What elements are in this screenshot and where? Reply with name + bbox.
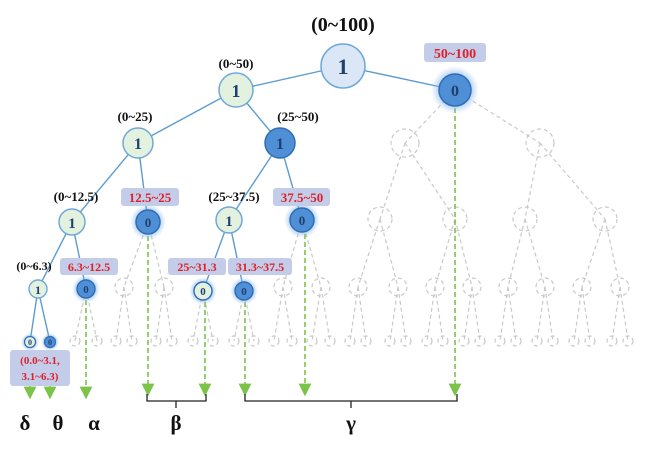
- node-0-6-3-value: 1: [35, 283, 41, 297]
- band-delta: δ: [20, 411, 31, 435]
- node-0-12-5-value: 1: [68, 216, 76, 232]
- node-37-5-50: 0: [284, 202, 320, 238]
- node-0-12-5: 1: [58, 208, 86, 236]
- node-0-50-value: 1: [232, 81, 241, 101]
- node-6-3-12-5: 0: [72, 275, 100, 303]
- beta-bracket: [146, 394, 207, 408]
- band-gamma: γ: [345, 411, 356, 435]
- node-31-3-37-5-value: 0: [241, 286, 247, 298]
- node-12-5-25-value: 0: [145, 215, 152, 230]
- node-leaf-0-3-1: 0: [21, 333, 39, 351]
- node-0-25-value: 1: [134, 136, 142, 153]
- band-alpha: α: [88, 411, 100, 435]
- node-50-100-value: 0: [451, 83, 459, 100]
- label-25-50: (25~50): [277, 109, 318, 124]
- gamma-bracket: [244, 394, 458, 408]
- node-0-50: 1: [218, 72, 254, 108]
- node-25-37-5: 1: [215, 206, 243, 234]
- node-25-31-3: 0: [189, 277, 217, 305]
- label-0-50: (0~50): [219, 56, 254, 71]
- label-bg-50-100: [424, 43, 486, 62]
- node-0-6-3: 1: [28, 279, 48, 299]
- label-37-5-50: 37.5~50: [281, 190, 324, 205]
- label-bg-6-3-12-5: [60, 258, 118, 275]
- label-bg-leaves: [10, 350, 70, 386]
- node-12-5-25: 0: [130, 204, 166, 240]
- label-bg-31-3-37-5: [228, 258, 292, 275]
- label-25-37-5: (25~37.5): [208, 189, 259, 204]
- label-leaves-line1: (0.0~3.1,: [20, 355, 60, 367]
- label-31-3-37-5: 31.3~37.5: [236, 260, 284, 274]
- label-50-100: 50~100: [434, 47, 476, 62]
- node-25-50-value: 1: [276, 136, 284, 153]
- band-beta: β: [170, 411, 181, 435]
- node-31-3-37-5: 0: [230, 277, 258, 305]
- band-arrows: [23, 108, 462, 400]
- ghost-subtree: [69, 89, 634, 347]
- node-25-31-3-value: 0: [200, 286, 206, 298]
- node-25-50: 1: [264, 127, 296, 159]
- band-brackets: [146, 394, 458, 408]
- label-0-12-5: (0~12.5): [54, 189, 99, 204]
- label-bg-37-5-50: [273, 188, 330, 206]
- label-25-31-3: 25~31.3: [177, 260, 216, 274]
- node-25-37-5-value: 1: [225, 214, 233, 230]
- node-root-value: 1: [338, 54, 349, 79]
- label-bg-12-5-25: [121, 188, 179, 206]
- label-root-range: (0~100): [311, 14, 375, 36]
- label-6-3-12-5: 6.3~12.5: [68, 260, 110, 274]
- node-6-3-12-5-value: 0: [83, 284, 89, 296]
- node-leaf-3-1-6-3: 0: [41, 333, 59, 351]
- node-leaf-0-3-1-value: 0: [28, 338, 32, 347]
- node-root: 1: [320, 43, 366, 89]
- label-0-6-3: (0~6.3): [16, 259, 51, 273]
- node-50-100: 0: [431, 66, 479, 114]
- node-0-25: 1: [122, 127, 154, 159]
- label-leaves-line2: 3.1~6.3): [22, 371, 59, 383]
- label-0-25: (0~25): [118, 109, 153, 124]
- label-bg-25-31-3: [168, 258, 226, 275]
- band-theta: θ: [53, 411, 64, 435]
- node-leaf-3-1-6-3-value: 0: [48, 338, 52, 347]
- node-37-5-50-value: 0: [299, 213, 306, 228]
- label-12-5-25: 12.5~25: [129, 190, 172, 205]
